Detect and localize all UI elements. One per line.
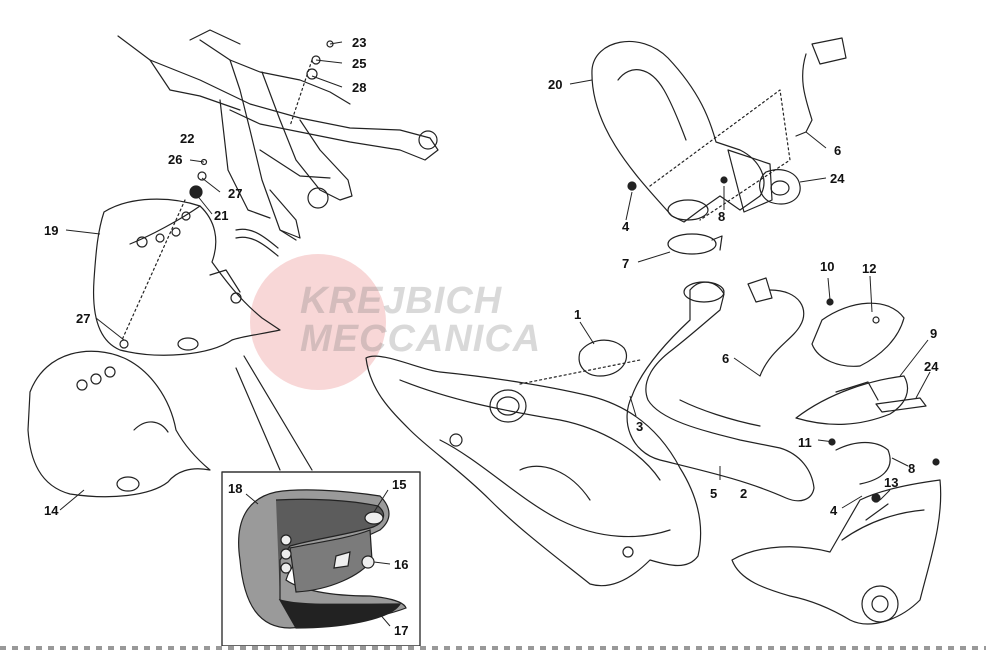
- callout-13: 13: [884, 475, 899, 490]
- callout-5: 5: [710, 486, 718, 501]
- callout-12: 12: [862, 261, 877, 276]
- gasket-24-upper: [759, 169, 801, 205]
- manifold-2: [626, 281, 815, 502]
- callout-16: 16: [394, 557, 409, 572]
- callout-22: 22: [180, 131, 195, 146]
- callout-20: 20: [548, 77, 563, 92]
- callout-10: 10: [820, 259, 835, 274]
- callout-17: 17: [394, 623, 409, 638]
- oxygen-sensor-6-upper: [811, 37, 847, 65]
- callout-28: 28: [352, 80, 367, 95]
- clamp-1: [578, 339, 628, 377]
- callout-24-upper: 24: [830, 171, 845, 186]
- muffler-body: [365, 355, 702, 587]
- inset-detail: [238, 489, 407, 629]
- callout-25: 25: [352, 56, 367, 71]
- callout-8-upper: 8: [718, 209, 726, 224]
- callout-21: 21: [214, 208, 229, 223]
- heat-shield-12: [811, 302, 905, 367]
- callout-3: 3: [636, 419, 644, 434]
- callout-27-lower: 27: [76, 311, 91, 326]
- callout-26: 26: [168, 152, 183, 167]
- bracket-9: [795, 375, 909, 425]
- callout-24-lower: 24: [924, 359, 939, 374]
- oxygen-sensor-6-lower: [747, 277, 773, 303]
- page-bottom-border: [0, 646, 986, 650]
- lower-bracket: [731, 479, 942, 625]
- callout-8-lower: 8: [908, 461, 916, 476]
- clamp-7: [667, 233, 717, 255]
- callout-2: 2: [740, 486, 748, 501]
- callout-19: 19: [44, 223, 59, 238]
- leader-lines: [59, 41, 931, 627]
- exhaust-pipe-20: [591, 41, 765, 223]
- rear-frame: [117, 29, 439, 257]
- watermark-text: KREJBICH MECCANICA: [300, 280, 542, 360]
- callout-18: 18: [228, 481, 243, 496]
- gasket-24-lower: [875, 397, 927, 413]
- callout-6-upper: 6: [834, 143, 842, 158]
- callout-27-upper: 27: [228, 186, 243, 201]
- callout-4-lower: 4: [830, 503, 838, 518]
- watermark-circle: [250, 254, 386, 390]
- callout-7: 7: [622, 256, 630, 271]
- callout-1: 1: [574, 307, 582, 322]
- callout-9: 9: [930, 326, 938, 341]
- callout-4-upper: 4: [622, 219, 630, 234]
- callout-15: 15: [392, 477, 407, 492]
- callout-6-lower: 6: [722, 351, 730, 366]
- heat-shield-14: [27, 350, 211, 498]
- callout-23: 23: [352, 35, 367, 50]
- callout-11: 11: [798, 435, 812, 450]
- callout-14: 14: [44, 503, 59, 518]
